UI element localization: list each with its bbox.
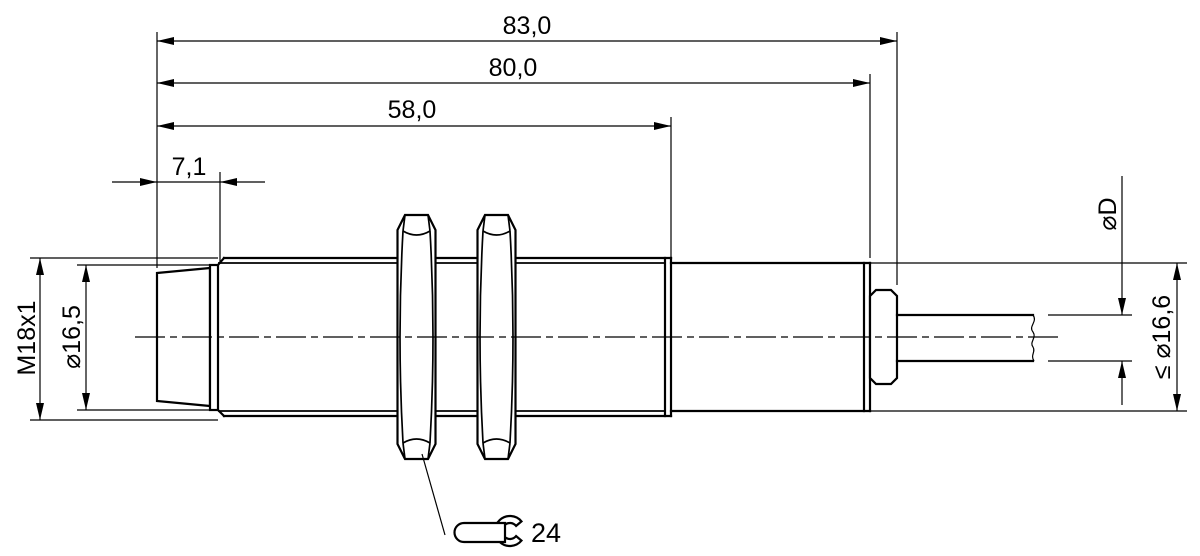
cable-gland xyxy=(868,288,899,386)
open-end-wrench-icon xyxy=(453,514,524,548)
dim-tip-length: 7,1 xyxy=(112,153,265,186)
dim-body-length: 80,0 xyxy=(157,54,870,87)
dim-max-rear-diameter-label: ≤ ⌀16,6 xyxy=(1148,295,1176,379)
dim-tip-length-label: 7,1 xyxy=(172,153,207,181)
dim-tip-diameter-label: ⌀16,5 xyxy=(58,305,86,369)
wrench-size-label: 24 xyxy=(531,518,561,548)
sensor-outline xyxy=(155,256,1036,418)
leader-line xyxy=(421,453,446,536)
dim-body-length-label: 80,0 xyxy=(489,54,538,82)
extension-lines xyxy=(30,32,1187,421)
dim-tip-diameter: ⌀16,5 xyxy=(58,265,90,410)
dim-cable-diameter: ⌀D xyxy=(1094,176,1126,405)
wrench-size-callout: 24 xyxy=(421,453,561,548)
dim-thread-spec: M18x1 xyxy=(13,258,44,420)
dim-thread-length-label: 58,0 xyxy=(388,96,437,124)
dim-thread-length: 58,0 xyxy=(157,96,671,130)
hex-nut-rear xyxy=(476,213,517,461)
cable-break-line xyxy=(1030,314,1036,362)
dim-cable-diameter-label: ⌀D xyxy=(1094,197,1122,230)
dim-max-rear-diameter: ≤ ⌀16,6 xyxy=(1148,263,1181,411)
dim-overall-length: 83,0 xyxy=(157,12,897,45)
dim-overall-length-label: 83,0 xyxy=(503,12,552,40)
dim-thread-spec-label: M18x1 xyxy=(13,300,41,375)
